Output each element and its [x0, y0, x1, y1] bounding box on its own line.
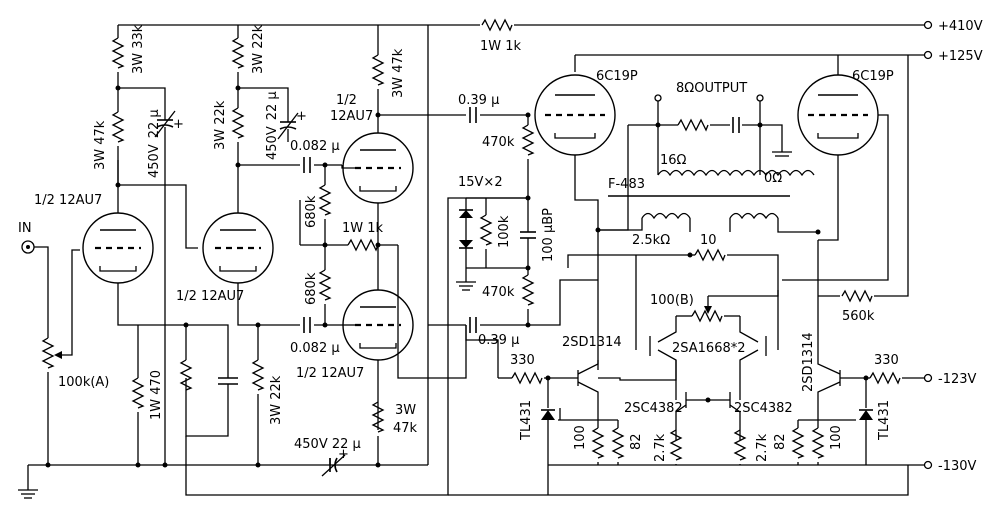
- bias-network: 15V×2 100k 100 μBP 470k 470k: [456, 112, 556, 328]
- output-transformer: 8ΩOUTPUT 16Ω 0Ω F-483 2.5kΩ 10: [595, 81, 821, 350]
- rail-410v-label: +410V: [938, 19, 983, 34]
- tube-out-left: 6C19P: [534, 69, 638, 370]
- q-2sd1314-r-label: 2SD1314: [801, 332, 816, 392]
- v4-plate-coupling: 0.39 μ: [427, 25, 528, 465]
- r-82-l-label: 82: [629, 433, 644, 450]
- c-100u-label: 100 μBP: [541, 208, 556, 262]
- pot-100k-label: 100k(A): [58, 375, 109, 390]
- c-22u-bot-label: 450V 22 μ: [294, 437, 361, 452]
- v2-plate-chain: 3W 22k 3W 22k + 450V22 μ 0.082 μ: [213, 24, 342, 173]
- regulator-right: 330 TL431 2SD1314 82 100: [773, 296, 901, 465]
- tube-v2-label: 1/2 12AU7: [176, 289, 244, 304]
- r-1k-top-label: 1W 1k: [480, 39, 522, 54]
- v1-plate-chain: 3W 33k 3W 47k + 450V22 μ: [93, 24, 198, 465]
- r-33k-label: 3W 33k: [131, 24, 146, 74]
- r-3w-label: 3W: [395, 403, 416, 418]
- c-039-top-label: 0.39 μ: [458, 93, 499, 108]
- c-082-bot-label: 0.082 μ: [290, 341, 340, 356]
- r-22k-bot-label: 3W 22k: [269, 375, 284, 425]
- tube-out-right-label: 6C19P: [852, 69, 894, 84]
- v4-cathode: 3W 47k: [372, 245, 467, 465]
- c-082-top-label: 0.082 μ: [290, 139, 340, 154]
- r-1k-mid-label: 1W 1k: [342, 221, 384, 236]
- r-330-l-label: 330: [510, 353, 535, 368]
- r-47k-v3-label: 3W 47k: [391, 48, 406, 98]
- r-560k-label: 560k: [842, 309, 875, 324]
- tl431-r-label: TL431: [877, 400, 892, 441]
- v1-cathode: 1W 470: [132, 322, 238, 465]
- r-100k-label: 100k: [497, 215, 512, 248]
- r-27k-r-label: 2.7k: [755, 433, 770, 462]
- input-label: IN: [18, 221, 32, 236]
- zener-label: 15V×2: [458, 175, 503, 190]
- v3-v4-grids: 680k 680k 1W 1k: [299, 162, 398, 328]
- output-label: 8ΩOUTPUT: [676, 81, 747, 96]
- c-22u-a-label: 450V22 μ: [147, 109, 162, 178]
- c-039-bot-label: 0.39 μ: [478, 333, 519, 348]
- bias-pot: 100(B) 560k 2SA1668*2: [649, 55, 909, 400]
- r-100b-label: 100(B): [650, 293, 694, 308]
- svg-text:+: +: [338, 447, 349, 462]
- r-22k-top-label: 3W 22k: [251, 24, 266, 74]
- r-47k-bot-label: 47k: [393, 421, 418, 436]
- transformer-model-label: F-483: [608, 177, 645, 192]
- tap-16-label: 16Ω: [660, 153, 687, 168]
- q-2sc4382-r-label: 2SC4382: [734, 401, 793, 416]
- tube-v3-label-2: 12AU7: [330, 109, 373, 124]
- feedback-wiring: [448, 254, 909, 496]
- r-27k-l-label: 2.7k: [653, 433, 668, 462]
- r-680k-a-label: 680k: [304, 195, 319, 228]
- r-47k-v1-label: 3W 47k: [93, 120, 108, 170]
- v3-plate-chain: 3W 47k 0.39 μ 1W 1k: [372, 25, 528, 123]
- q-2sc4382-pair: 2SC4382 2SC4382 2.7k 2.7k: [624, 392, 793, 465]
- r-330-r-label: 330: [874, 353, 899, 368]
- r-680k-b-label: 680k: [304, 272, 319, 305]
- r-470k-a-label: 470k: [482, 135, 515, 150]
- rail-125v: +125V: [574, 49, 983, 72]
- rail-neg130v-label: -130V: [938, 459, 977, 474]
- rail-neg123v: -123V: [902, 372, 977, 387]
- tube-v3-label-1: 1/2: [336, 93, 357, 108]
- ground-bus: [18, 462, 428, 499]
- tube-v2: 1/2 12AU7: [176, 165, 274, 326]
- q-2sa1668-label: 2SA1668*2: [672, 341, 746, 356]
- tube-v1-label: 1/2 12AU7: [34, 193, 102, 208]
- tube-v4-label: 1/2 12AU7: [296, 366, 364, 381]
- r-22k-mid-label: 3W 22k: [213, 100, 228, 150]
- primary-label: 2.5kΩ: [632, 233, 670, 248]
- r-82-r-label: 82: [773, 433, 788, 450]
- tube-v4: 1/2 12AU7: [296, 245, 414, 402]
- r-10-label: 10: [700, 233, 717, 248]
- r-100-l-label: 100: [573, 425, 588, 450]
- regulator-left: 330 TL431 2SD1314 100 82: [478, 335, 677, 465]
- r-100-r-label: 100: [829, 425, 844, 450]
- svg-text:+: +: [173, 117, 184, 132]
- r-470k-b-label: 470k: [482, 285, 515, 300]
- rail-125v-label: +125V: [938, 49, 983, 64]
- c-22u-b-label: 450V22 μ: [265, 91, 280, 160]
- tube-out-left-label: 6C19P: [596, 69, 638, 84]
- rail-410v: +410V: [118, 19, 983, 34]
- tube-v3: 1/2 12AU7: [330, 93, 414, 245]
- q-2sd1314-l-label: 2SD1314: [562, 335, 622, 350]
- input-jack: IN 100k(A): [18, 221, 109, 465]
- v2-cathode: 3W 22k 0.082 μ: [252, 317, 342, 465]
- tube-out-right: 6C19P: [782, 55, 894, 281]
- tl431-l-label: TL431: [519, 400, 534, 441]
- rail-neg130v: -130V: [548, 459, 977, 474]
- q-2sc4382-l-label: 2SC4382: [624, 401, 683, 416]
- rail-neg123v-label: -123V: [938, 372, 977, 387]
- svg-text:+: +: [296, 109, 307, 124]
- r-470-label: 1W 470: [149, 370, 164, 420]
